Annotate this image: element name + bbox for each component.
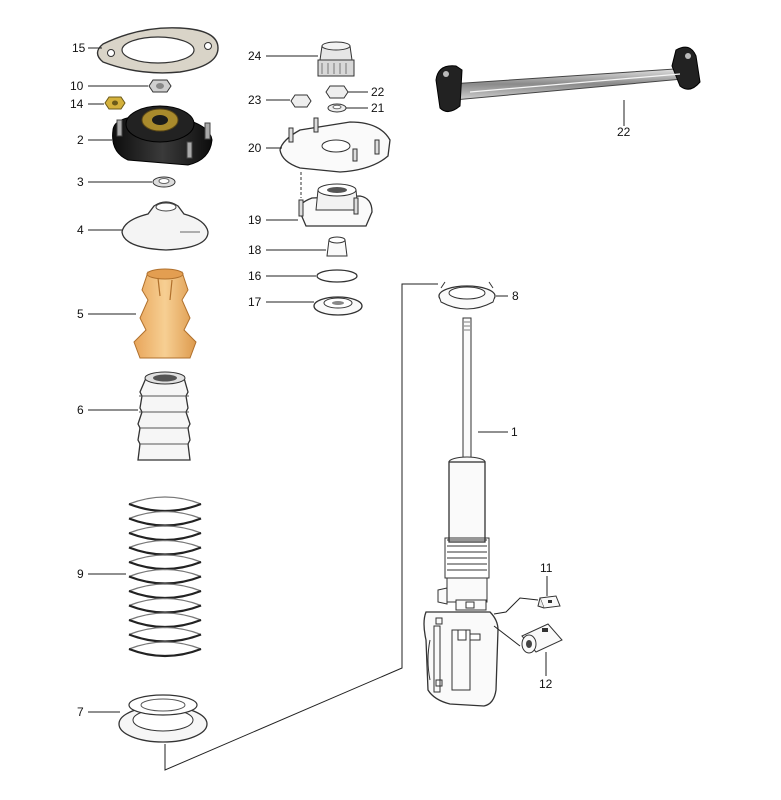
part-sleeve — [521, 623, 563, 654]
callout-5: 5 — [77, 307, 84, 321]
part-nut-22 — [325, 85, 349, 99]
callout-12: 12 — [539, 677, 553, 691]
spring-coil-back — [128, 525, 202, 534]
spring-coil-front — [128, 647, 202, 658]
assembly-guide-lines — [164, 283, 539, 771]
spring-coil-front — [128, 560, 202, 571]
spring-coil-back — [128, 539, 202, 549]
callout-20: 20 — [248, 141, 262, 155]
spring-coil-back — [128, 583, 202, 592]
part-gasket — [96, 27, 219, 74]
part-dust-cap — [317, 41, 355, 77]
part-spring-cap — [121, 201, 209, 251]
part-nut-23 — [290, 94, 312, 108]
part-strut-mount — [298, 172, 373, 227]
callout-leaders — [88, 47, 625, 713]
spring-coil-back — [128, 510, 202, 520]
part-washer — [152, 176, 176, 188]
callout-6: 6 — [77, 403, 84, 417]
callout-14: 14 — [70, 97, 84, 111]
spring-coil-front — [128, 502, 202, 513]
callout-10: 10 — [70, 79, 84, 93]
callout-1: 1 — [511, 425, 518, 439]
spring-coil-front — [128, 589, 202, 600]
part-upper-seat — [438, 281, 496, 310]
part-o-ring — [316, 269, 358, 283]
spring-coil-back — [128, 597, 202, 607]
callout-17: 17 — [248, 295, 262, 309]
callout-11: 11 — [540, 561, 553, 575]
callout-21: 21 — [371, 101, 385, 115]
callout-8: 8 — [512, 289, 519, 303]
spring-coil-front — [128, 575, 202, 585]
spring-coil-front — [128, 604, 202, 614]
callout-3: 3 — [77, 175, 84, 189]
part-washer-21 — [327, 103, 347, 113]
spring-coil-front — [128, 546, 202, 556]
part-bearing — [313, 296, 363, 316]
spring-coil-back — [128, 568, 202, 578]
part-clip — [537, 595, 561, 609]
part-nut — [104, 96, 126, 110]
part-bump-stop — [133, 268, 197, 359]
part-nut-small — [148, 79, 172, 93]
spring-coil-front — [128, 618, 202, 629]
callout-15: 15 — [72, 41, 86, 55]
part-spring-seat — [118, 694, 208, 743]
callout-4: 4 — [77, 223, 84, 237]
spring-coil-back — [128, 554, 202, 563]
callout-9: 9 — [77, 567, 84, 581]
part-shock-absorber — [423, 317, 499, 707]
spring-coil-front — [128, 517, 202, 527]
callout-16: 16 — [248, 269, 262, 283]
part-strut-brace — [435, 46, 701, 112]
spring-coil-back — [128, 626, 202, 636]
part-dust-boot — [137, 371, 191, 461]
part-top-mount — [112, 105, 213, 166]
spring-coil-back — [128, 496, 202, 505]
spring-coil-back — [128, 612, 202, 621]
callout-19: 19 — [248, 213, 262, 227]
callout-23: 23 — [248, 93, 262, 107]
callout-numbers: 15 10 14 2 3 4 5 6 9 7 24 22 23 21 20 19… — [70, 41, 631, 719]
part-bushing — [326, 236, 348, 257]
callout-18: 18 — [248, 243, 262, 257]
callout-24: 24 — [248, 49, 262, 63]
callout-2: 2 — [77, 133, 84, 147]
part-mount-plate — [279, 117, 391, 173]
part-coil-spring — [128, 496, 202, 658]
spring-coil-front — [128, 633, 202, 643]
spring-coil-back — [128, 641, 202, 650]
callout-7: 7 — [77, 705, 84, 719]
spring-coil-front — [128, 531, 202, 542]
callout-22-top: 22 — [371, 85, 385, 99]
callout-22-brace: 22 — [617, 125, 631, 139]
